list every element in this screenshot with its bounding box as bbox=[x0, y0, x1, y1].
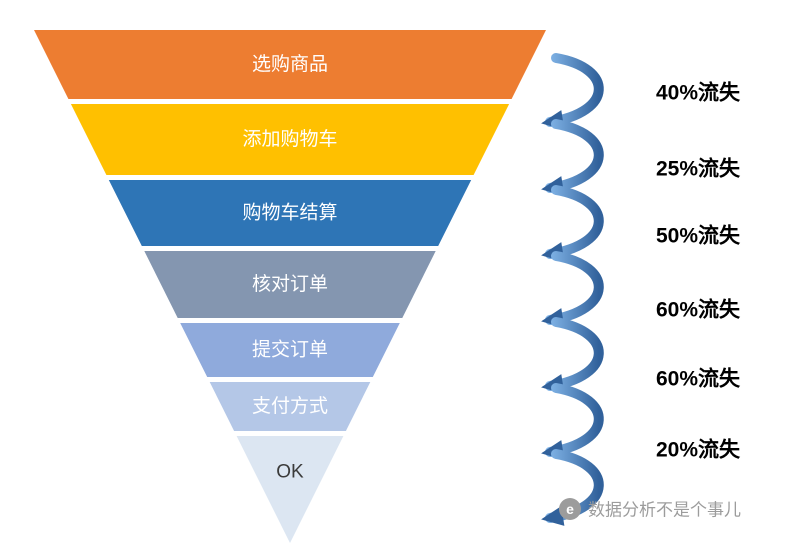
funnel-stages: 选购商品 添加购物车 购物车结算 核对订单 提交订单 支付方式 OK bbox=[34, 30, 546, 543]
funnel-stage-label: 选购商品 bbox=[252, 53, 328, 75]
loss-label: 50%流失 bbox=[656, 224, 741, 248]
spiral-arrow-icon bbox=[541, 53, 604, 130]
spiral-arrows bbox=[541, 53, 604, 526]
watermark-logo-glyph: e bbox=[566, 501, 574, 517]
funnel-stage-shape bbox=[180, 323, 400, 377]
funnel-stage-shape bbox=[209, 382, 371, 431]
loss-labels: 40%流失 25%流失 50%流失 60%流失 60%流失 20%流失 bbox=[656, 81, 741, 462]
loss-label: 25%流失 bbox=[656, 157, 741, 181]
loss-label: 60%流失 bbox=[656, 298, 741, 322]
funnel-stage-shape bbox=[70, 104, 510, 175]
watermark-text: 数据分析不是个事儿 bbox=[588, 501, 741, 520]
loss-label: 40%流失 bbox=[656, 81, 741, 105]
spiral-arrow-icon bbox=[541, 185, 604, 262]
spiral-arrow-icon bbox=[541, 317, 604, 394]
funnel-stage-label: 提交订单 bbox=[252, 339, 328, 361]
funnel-stage-shape bbox=[108, 180, 472, 246]
funnel-stage-label: 支付方式 bbox=[252, 395, 328, 417]
loss-label: 60%流失 bbox=[656, 367, 741, 391]
spiral-arrow-icon bbox=[541, 119, 604, 196]
spiral-arrow-icon bbox=[541, 383, 604, 460]
funnel-stage-label: 核对订单 bbox=[252, 273, 328, 295]
funnel-stage-shape bbox=[34, 30, 546, 99]
funnel-stage-shape bbox=[144, 251, 436, 318]
watermark-logo-icon bbox=[559, 498, 581, 520]
spiral-arrow-icon bbox=[541, 251, 604, 328]
funnel-stage-label: OK bbox=[276, 462, 304, 483]
funnel-stage-shape bbox=[236, 436, 344, 543]
funnel-stage-label: 购物车结算 bbox=[242, 202, 337, 224]
funnel-stage-label: 添加购物车 bbox=[242, 128, 337, 150]
watermark: e 数据分析不是个事儿 bbox=[559, 498, 741, 520]
loss-label: 20%流失 bbox=[656, 438, 741, 462]
